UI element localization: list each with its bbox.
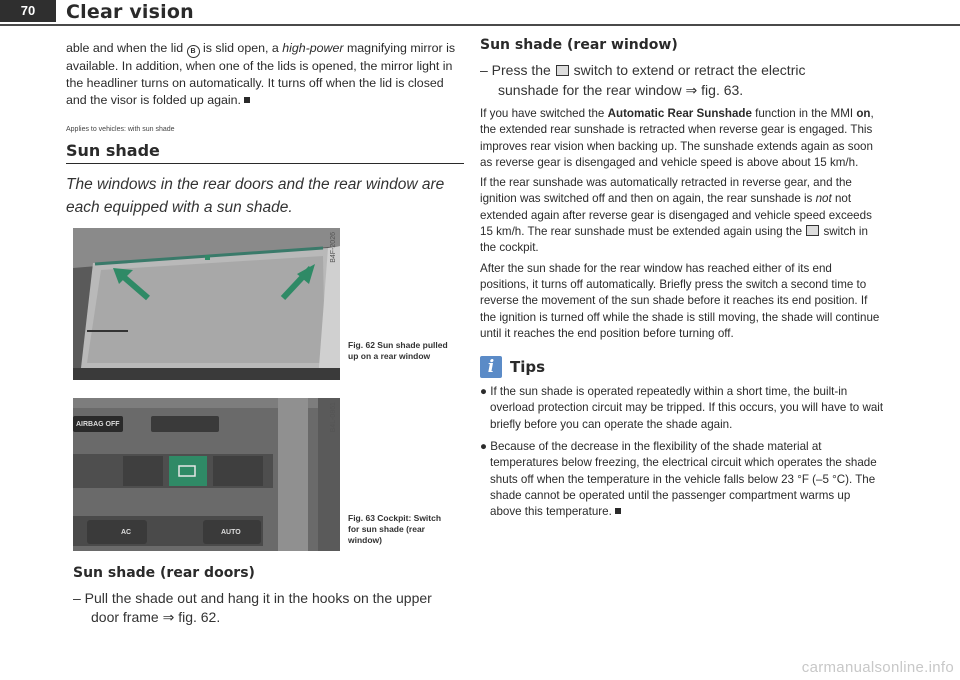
airbag-off-label: AIRBAG OFF — [76, 421, 120, 428]
section-title: Sun shade — [66, 141, 160, 160]
header-rule — [0, 24, 960, 26]
end-position-paragraph: After the sun shade for the rear window … — [480, 261, 880, 340]
auto-label: AUTO — [221, 529, 241, 536]
sunshade-switch-icon — [806, 225, 820, 237]
page-title: Clear vision — [66, 1, 194, 23]
page-number: 70 — [0, 0, 56, 22]
rear-doors-title: Sun shade (rear doors) — [73, 565, 255, 581]
fig62-code: B4F-2026 — [330, 232, 337, 263]
fig63-caption: Fig. 63 Cockpit: Switch for sun shade (r… — [348, 513, 442, 545]
end-mark-icon — [243, 97, 250, 103]
watermark: carmanualsonline.info — [801, 659, 954, 676]
cockpit-illustration — [73, 398, 340, 551]
rear-window-step: – Press the switch to extend or retract … — [480, 62, 806, 78]
right-column: If you have switched the Automatic Rear … — [480, 106, 884, 527]
rear-doors-step-cont: door frame ⇒ fig. 62. — [91, 609, 221, 625]
ac-label: AC — [121, 529, 132, 536]
section-rule — [66, 163, 464, 164]
lid-b-icon: B — [186, 45, 200, 58]
auto-sunshade-paragraph: If you have switched the Automatic Rear … — [480, 107, 874, 169]
intro-paragraph: able and when the lid B is slid open, a … — [66, 41, 456, 107]
rear-doors-step: – Pull the shade out and hang it in the … — [73, 590, 432, 606]
tip-item: ● If the sun shade is operated repeatedl… — [480, 385, 884, 431]
tip-item: ● Because of the decrease in the flexibi… — [480, 440, 877, 519]
end-mark-icon — [614, 508, 621, 515]
fig63-image: AIRBAG OFF AC AUTO — [73, 398, 340, 551]
fig63-code: B4L-0861 — [330, 402, 337, 433]
tips-title: Tips — [510, 358, 546, 376]
rear-window-title: Sun shade (rear window) — [480, 37, 678, 53]
sunshade-switch-icon — [555, 65, 569, 76]
info-icon: i — [480, 356, 502, 379]
section-lede: The windows in the rear doors and the re… — [66, 176, 445, 216]
rear-window-step-cont: sunshade for the rear window ⇒ fig. 63. — [498, 82, 744, 98]
fig62-caption: Fig. 62 Sun shade pulled up on a rear wi… — [348, 340, 448, 361]
tips-header: i Tips — [480, 356, 884, 379]
left-column: able and when the lid B is slid open, a … — [66, 40, 466, 219]
applies-note: Applies to vehicles: with sun shade — [66, 126, 175, 133]
rear-window-illustration — [73, 228, 340, 380]
ignition-paragraph: If the rear sunshade was automatically r… — [480, 176, 872, 255]
fig62-image — [73, 228, 340, 380]
